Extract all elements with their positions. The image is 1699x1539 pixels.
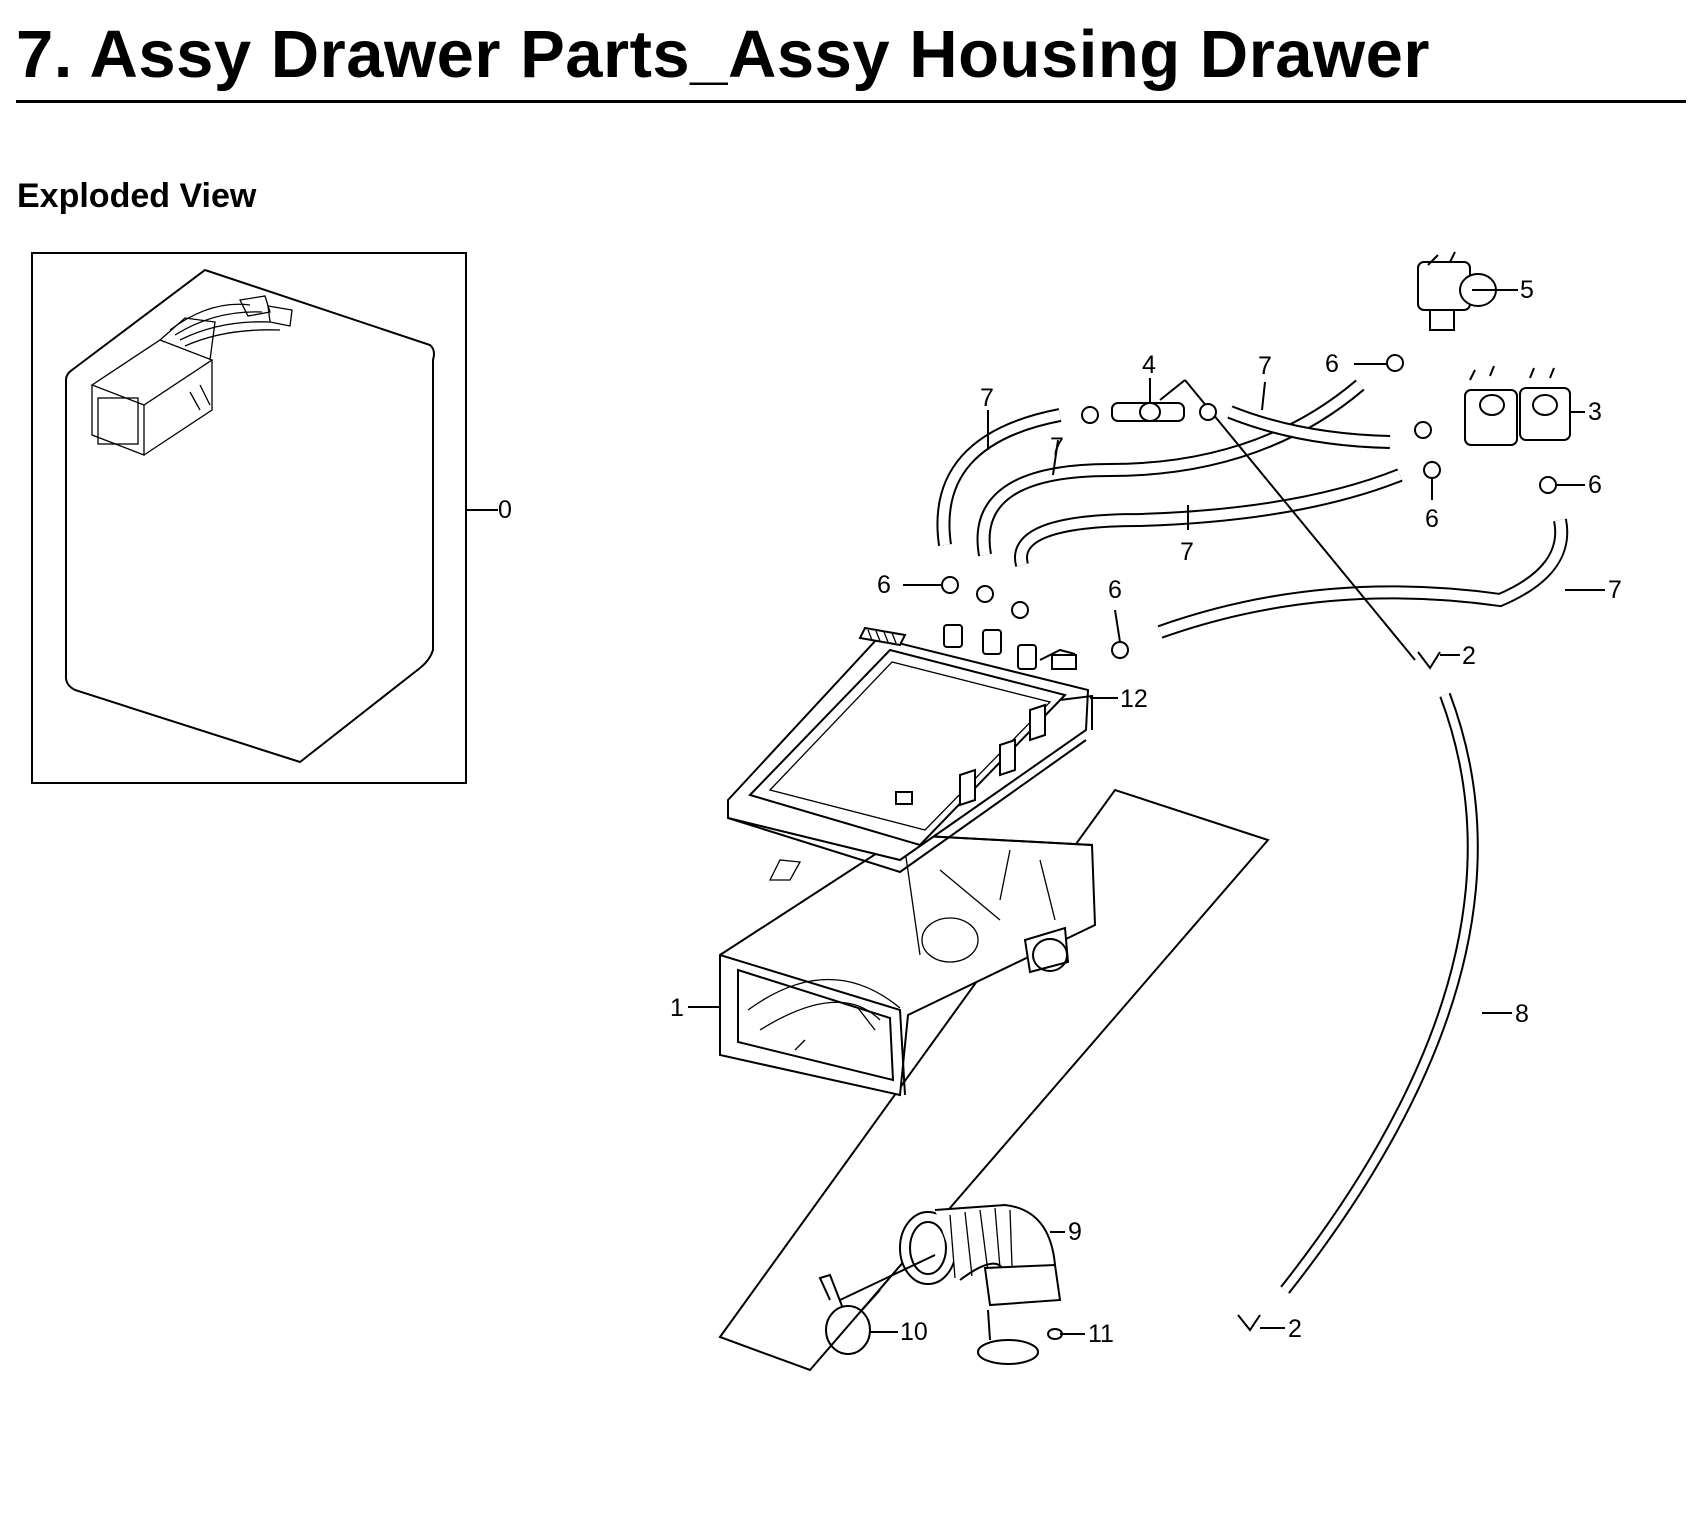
mini-drawer-assembly: [90, 295, 293, 456]
part-8-drain-hose: [1280, 692, 1479, 1294]
part-1-drawer-housing: [719, 833, 1097, 1097]
part-4-tee-connector: [1111, 379, 1416, 661]
callout-6-right: 6: [1588, 471, 1602, 499]
section-subtitle: Exploded View: [17, 177, 257, 215]
inset-frame: [31, 252, 467, 784]
callout-6-mid: 6: [1425, 505, 1439, 533]
title-underline: [16, 100, 1686, 103]
callout-7-inner: 7: [1050, 433, 1064, 461]
overview-inset: [31, 252, 498, 784]
callout-10: 10: [900, 1318, 928, 1346]
callout-6-top: 6: [1325, 350, 1339, 378]
callout-4: 4: [1142, 351, 1156, 379]
callout-7-lower: 7: [1180, 538, 1194, 566]
part-10-clamp: [818, 1273, 881, 1355]
callout-6-center: 6: [1108, 576, 1122, 604]
part-3-double-valve: [1464, 365, 1571, 446]
callout-6-left: 6: [877, 571, 891, 599]
hose-clamps: [941, 354, 1557, 1332]
page-title: 7. Assy Drawer Parts_Assy Housing Drawer: [16, 17, 1430, 92]
inlet-nozzles: [943, 624, 1037, 670]
callout-7-left: 7: [980, 384, 994, 412]
callout-3: 3: [1588, 398, 1602, 426]
callout-leaders: [688, 289, 1605, 1335]
part-11-clamp: [977, 1309, 1063, 1365]
callout-7-top: 7: [1258, 352, 1272, 380]
callout-2-top: 2: [1462, 642, 1476, 670]
callout-8: 8: [1515, 1000, 1529, 1028]
callout-7-right: 7: [1608, 576, 1622, 604]
callout-5: 5: [1520, 276, 1534, 304]
part-7-hoses: [936, 379, 1569, 639]
callout-9: 9: [1068, 1218, 1082, 1246]
part-5-water-valve: [1417, 251, 1497, 331]
cabinet-outline: [64, 268, 435, 764]
callout-11: 11: [1088, 1320, 1114, 1348]
callout-1: 1: [670, 994, 684, 1022]
part-9-bellows-hose: [899, 1203, 1062, 1307]
callout-line-4-long: [1184, 379, 1416, 661]
part-12-drawer-cover: [727, 626, 1093, 874]
callout-0: 0: [498, 496, 512, 524]
callout-12: 12: [1120, 685, 1148, 713]
callout-2-bottom: 2: [1288, 1315, 1302, 1343]
